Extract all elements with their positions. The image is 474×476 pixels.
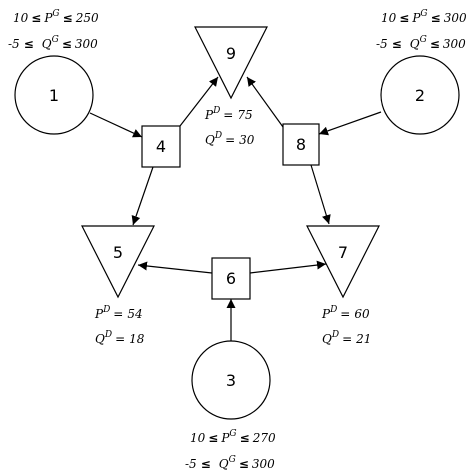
generator-node-1: 1 [14,55,94,135]
load9-q-demand: QD=30 [205,131,255,147]
node-label: 9 [226,44,236,63]
load5-p-demand: PD=54 [94,305,143,321]
generator-node-3: 3 [191,340,271,420]
gen1-p-limit: 10≤PG≤250 [13,9,99,25]
bus-node-8: 8 [282,123,320,166]
load9-p-demand: PD=75 [204,106,253,122]
bus-node-6: 6 [211,257,251,300]
edge-8-to-7 [310,164,331,225]
node-label: 3 [226,371,236,390]
edge-1-to-4 [89,112,143,138]
gen1-q-limit: -5≤QG≤300 [8,35,98,51]
edge-4-to-5 [131,166,154,226]
load-node-5: 5 [81,225,155,299]
load-node-9: 9 [194,26,268,100]
node-label: 5 [113,243,123,262]
load-node-7: 7 [306,225,380,299]
gen2-q-limit: -5≤QG≤300 [376,35,466,51]
node-label: 2 [415,86,425,105]
load5-q-demand: QD=18 [95,330,145,346]
node-label: 1 [49,86,59,105]
load7-p-demand: PD=60 [321,305,370,321]
node-label: 7 [338,243,348,262]
gen2-p-limit: 10≤PG≤300 [381,9,467,25]
edge-6-to-7 [249,260,327,274]
edge-4-to-9 [179,76,219,127]
load7-q-demand: QD=21 [322,330,371,346]
edge-8-to-9 [246,76,284,128]
edge-6-to-5 [137,261,213,274]
generator-node-2: 2 [380,55,460,135]
edge-2-to-8 [318,111,382,136]
gen3-q-limit: -5≤QG≤300 [185,455,275,471]
node-label: 6 [226,269,236,288]
node-label: 4 [156,137,166,156]
node-label: 8 [296,135,306,154]
gen3-p-limit: 10≤PG≤270 [190,429,276,445]
edges [89,76,382,341]
bus-node-4: 4 [141,125,181,168]
